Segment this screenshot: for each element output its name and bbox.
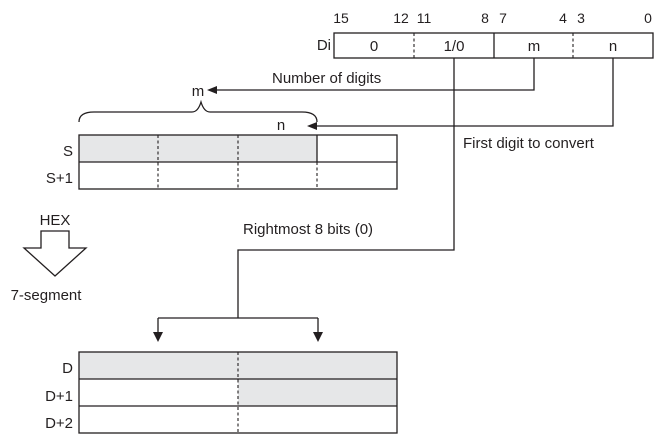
dest-row-label-d: D [62,360,73,377]
right-arrowhead [313,332,323,342]
bit-number-7: 7 [499,10,507,26]
bit-number-11: 11 [417,10,432,26]
conversion-from-label: HEX [40,212,71,229]
m-connector-line [216,58,535,91]
left-arrowhead [153,332,163,342]
bit-number-0: 0 [644,10,652,26]
dest-shaded-cell-d1 [238,379,397,406]
digits-brace [78,99,318,123]
rightmost-bits-connector [237,58,455,318]
dest-row-label-d1: D+1 [45,388,73,405]
m-arrowhead [207,86,217,94]
di-label: Di [317,37,331,54]
m-label: m [192,83,205,100]
n-label: n [277,117,285,134]
dest-row-label-d2: D+2 [45,415,73,432]
n-connector-line [316,58,614,127]
di-field-n: n [609,38,617,55]
source-row-label-s: S [63,143,73,160]
source-shaded-cells [79,135,317,162]
first-digit-label: First digit to convert [463,135,595,152]
di-field-1-0: 1/0 [444,38,465,55]
conversion-arrow-icon [22,230,88,277]
bit-number-15: 15 [333,10,349,26]
bit-number-3: 3 [577,10,585,26]
source-row-label-s1: S+1 [46,170,73,187]
bit-number-4: 4 [559,10,567,26]
conversion-to-label: 7-segment [11,287,83,304]
rightmost-bits-label: Rightmost 8 bits (0) [243,221,373,238]
n-arrowhead [307,122,317,130]
number-of-digits-label: Number of digits [272,70,381,87]
di-field-0: 0 [370,38,378,55]
bit-number-12: 12 [393,10,409,26]
bit-number-8: 8 [481,10,489,26]
di-field-m: m [528,38,541,55]
